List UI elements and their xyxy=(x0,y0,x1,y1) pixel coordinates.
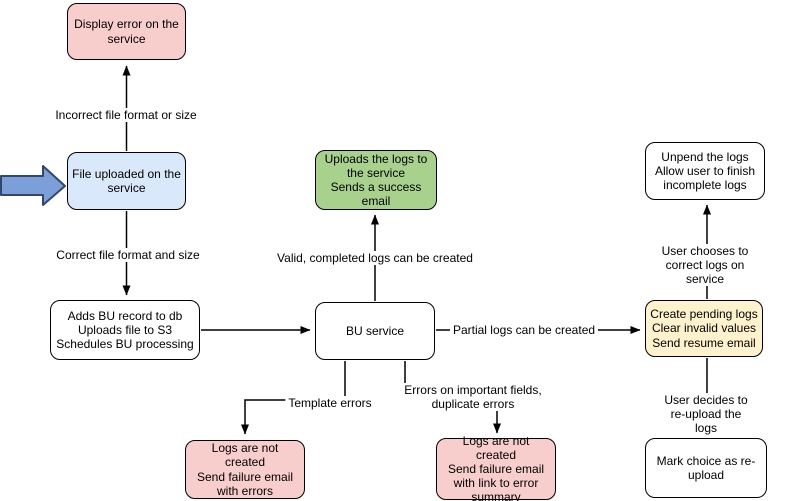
edge-label-partial-logs: Partial logs can be created xyxy=(449,323,599,338)
edge-label-template-errors: Template errors xyxy=(285,396,375,411)
node-logs-not-created-summary-label: Logs are not created Send failure email … xyxy=(447,433,545,501)
node-uploads-logs-label: Uploads the logs to the service Sends a … xyxy=(324,151,428,209)
node-create-pending-logs-label: Create pending logs Clear invalid values… xyxy=(650,307,758,350)
node-logs-not-created-errors-label: Logs are not created Send failure email … xyxy=(196,441,294,498)
edge-label-correct-file-format: Correct file format and size xyxy=(53,248,203,263)
edge-label-valid-logs: Valid, completed logs can be created xyxy=(274,251,476,266)
node-adds-bu-record-label: Adds BU record to db Uploads file to S3 … xyxy=(56,308,194,352)
node-create-pending-logs[interactable]: Create pending logs Clear invalid values… xyxy=(645,300,763,357)
node-file-uploaded[interactable]: File uploaded on the service xyxy=(67,152,186,210)
node-uploads-logs[interactable]: Uploads the logs to the service Sends a … xyxy=(315,150,437,210)
node-mark-reupload[interactable]: Mark choice as re- upload xyxy=(645,438,767,498)
node-logs-not-created-summary[interactable]: Logs are not created Send failure email … xyxy=(436,434,556,501)
node-logs-not-created-errors[interactable]: Logs are not created Send failure email … xyxy=(185,440,305,499)
node-display-error[interactable]: Display error on the service xyxy=(67,3,186,60)
node-file-uploaded-label: File uploaded on the service xyxy=(72,166,181,195)
edge-label-user-corrects: User chooses to correct logs on service xyxy=(657,244,753,287)
entry-point-arrow-icon xyxy=(0,165,66,206)
node-mark-reupload-label: Mark choice as re- upload xyxy=(656,453,756,482)
node-bu-service-label: BU service xyxy=(345,323,404,338)
edge-label-incorrect-file-format: Incorrect file format or size xyxy=(52,108,200,123)
edge-label-user-reuploads: User decides to re-upload the logs xyxy=(658,393,754,436)
node-unpend-logs-label: Unpend the logs Allow user to finish inc… xyxy=(654,149,756,193)
node-display-error-label: Display error on the service xyxy=(74,17,179,46)
edge-label-important-field-errors: Errors on important fields, duplicate er… xyxy=(401,383,545,412)
node-bu-service[interactable]: BU service xyxy=(315,302,435,360)
node-unpend-logs[interactable]: Unpend the logs Allow user to finish inc… xyxy=(645,142,765,200)
node-adds-bu-record[interactable]: Adds BU record to db Uploads file to S3 … xyxy=(50,300,200,360)
